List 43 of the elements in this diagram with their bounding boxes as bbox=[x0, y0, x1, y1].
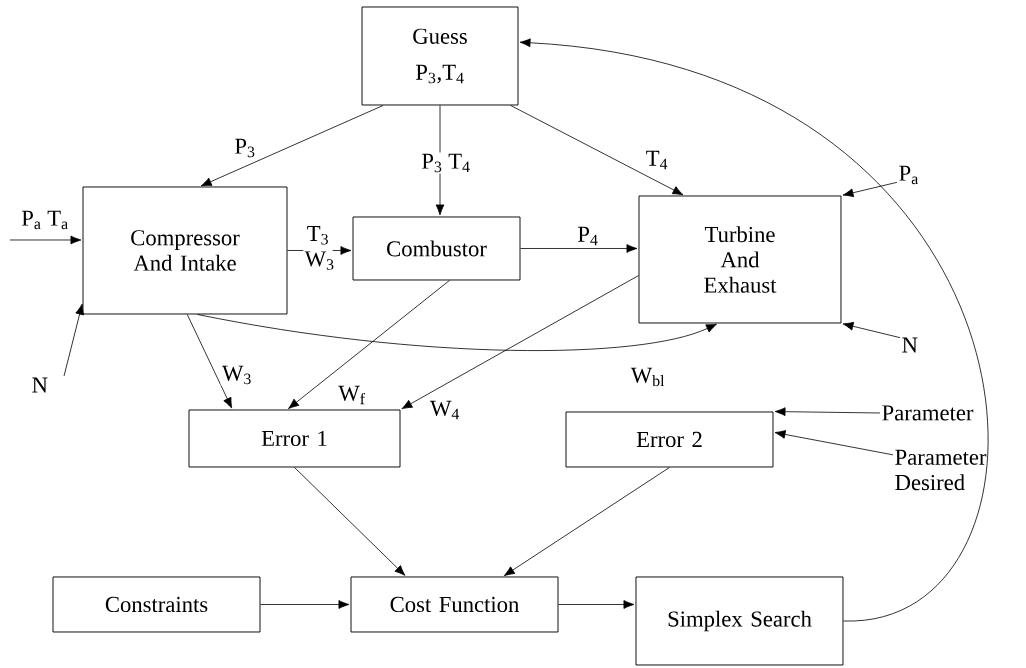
arrow bbox=[774, 430, 894, 456]
arrow bbox=[9, 235, 82, 245]
input-label: P$_{a}$ bbox=[899, 165, 919, 185]
arrow bbox=[287, 246, 352, 255]
input-label: Parameter bbox=[882, 405, 974, 421]
arrow bbox=[197, 314, 717, 351]
arrow bbox=[774, 407, 881, 417]
arrow bbox=[435, 105, 445, 216]
input-label: N bbox=[32, 377, 48, 393]
arrow bbox=[558, 600, 635, 609]
edge-label: T$_{4}$ bbox=[644, 149, 670, 171]
process-box: Cost Function bbox=[350, 576, 559, 633]
edge-label: P$_{3}$ T$_{4}$ bbox=[420, 152, 472, 174]
process-box: Simplex Search bbox=[635, 576, 844, 666]
process-box: Error 1 bbox=[188, 409, 401, 468]
edge-label: P$_{3}$ bbox=[233, 137, 257, 159]
process-box: Compressor And Intake bbox=[82, 186, 288, 315]
edge-label: T$_{3}$ W$_{3}$ bbox=[303, 224, 334, 272]
arrow bbox=[63, 303, 84, 377]
arrow bbox=[260, 600, 350, 609]
arrow bbox=[842, 321, 901, 339]
edge-label: P$_{4}$ bbox=[576, 225, 600, 247]
arrow bbox=[200, 105, 384, 187]
arrow bbox=[186, 314, 233, 409]
arrow bbox=[520, 244, 638, 253]
process-box: Error 2 bbox=[565, 411, 774, 468]
process-box: Constraints bbox=[52, 576, 261, 633]
arrow bbox=[401, 275, 639, 410]
arrow bbox=[510, 105, 684, 196]
arrow bbox=[519, 38, 988, 622]
arrow bbox=[842, 181, 898, 198]
edge-label: W$_{f}$ bbox=[337, 384, 367, 406]
arrow bbox=[288, 280, 450, 409]
process-box: Combustor bbox=[352, 216, 521, 281]
arrow bbox=[503, 467, 670, 577]
input-label: N bbox=[902, 337, 918, 353]
edge-label: W$_{3}$ bbox=[220, 364, 254, 386]
process-box: Turbine And Exhaust bbox=[638, 195, 842, 324]
process-box: Guess P$_{3}$,T$_{4}$ bbox=[361, 6, 519, 106]
arrow bbox=[294, 467, 406, 576]
edge-label: W$_{bl}$ bbox=[629, 366, 667, 388]
input-label: Parameter Desired bbox=[895, 449, 987, 491]
edge-label: P$_{a}$ T$_{a}$ bbox=[19, 209, 71, 231]
